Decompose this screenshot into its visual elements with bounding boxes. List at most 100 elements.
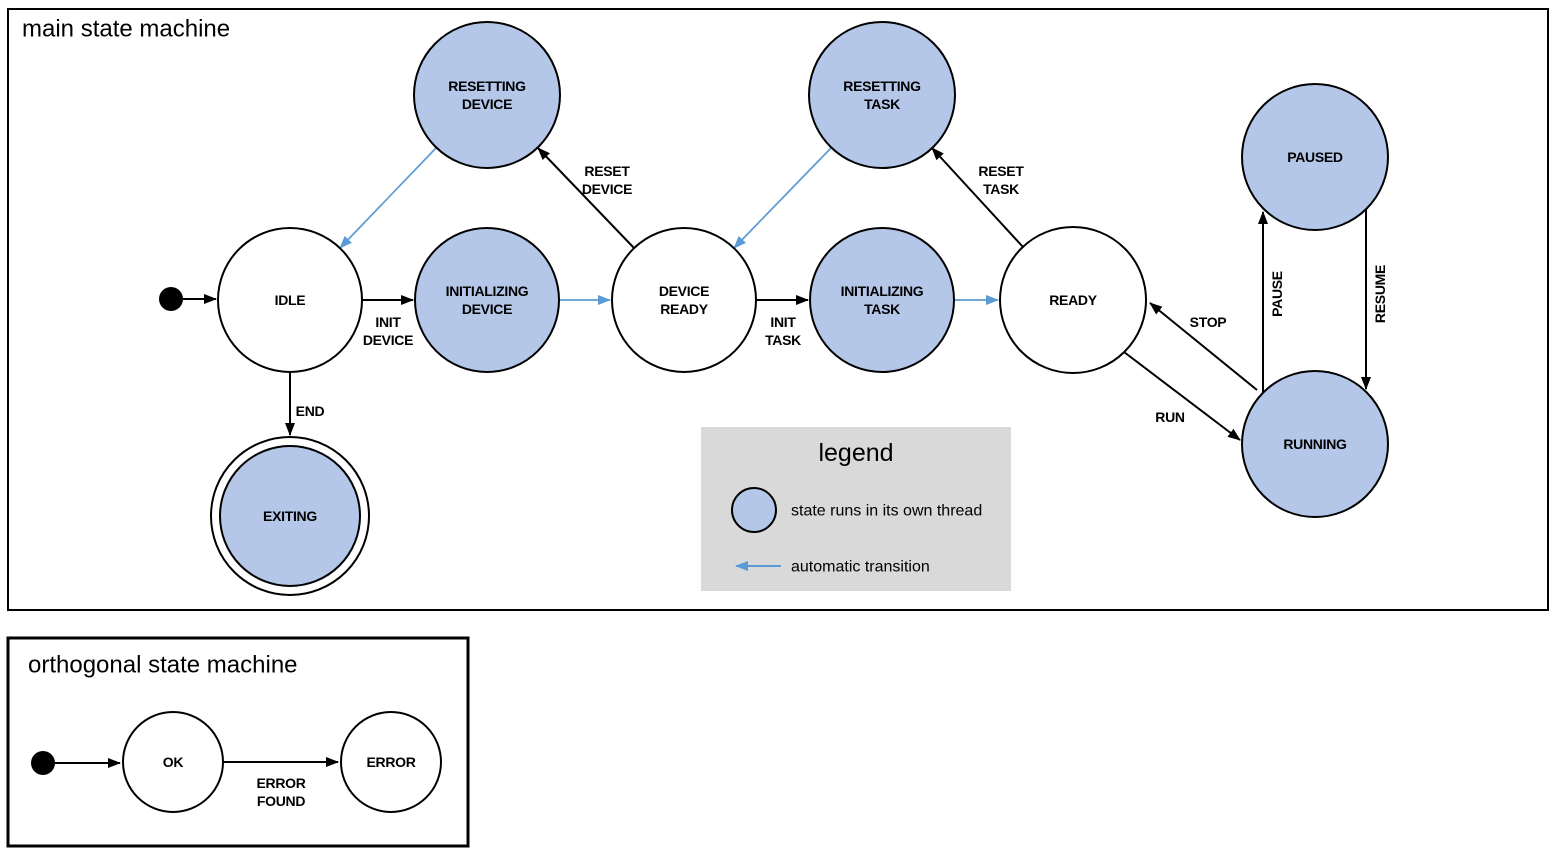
main-initial-state-dot xyxy=(159,287,183,311)
state-circle xyxy=(340,711,442,813)
state-circle xyxy=(1241,370,1389,518)
state-circle xyxy=(808,21,956,169)
state-circle xyxy=(1241,83,1389,231)
state-label-line: TASK xyxy=(864,96,900,112)
transition-ready-to-resetting-task: RESET TASK xyxy=(931,147,1025,248)
state-label: RESETTING TASK xyxy=(843,78,921,112)
transition-label-line: TASK xyxy=(765,332,801,348)
state-circle xyxy=(413,21,561,169)
state-label-line: DEVICE xyxy=(462,301,512,317)
transition-paused-to-running: RESUME xyxy=(1361,209,1388,390)
main-machine-box xyxy=(7,8,1549,611)
main-machine-title-line: main state machine xyxy=(22,15,230,42)
state-label: IDLE xyxy=(275,292,306,308)
state-circle xyxy=(809,227,955,373)
transition-resetting-task-to-device-ready xyxy=(733,147,832,249)
transition-label-line: ERROR xyxy=(256,775,305,791)
transition-label-line: RESET xyxy=(978,163,1024,179)
transition-label: INIT DEVICE xyxy=(363,314,413,348)
legend-thread-state-icon xyxy=(731,487,777,533)
legend: legend state runs in its own thread automa… xyxy=(701,427,1011,591)
state-label: RESETTING DEVICE xyxy=(448,78,526,112)
transition-running-to-ready: STOP xyxy=(1149,302,1258,391)
state-label-line: TASK xyxy=(864,301,900,317)
legend-title-line: legend xyxy=(818,439,893,467)
transition-idle-to-exiting: END xyxy=(285,372,325,436)
state-ready: READY xyxy=(999,226,1147,374)
transition-label: RESET TASK xyxy=(978,163,1024,197)
state-label-line: IDLE xyxy=(275,292,306,308)
transition-running-to-paused: PAUSE xyxy=(1258,211,1285,393)
transition-label: INIT TASK xyxy=(765,314,801,348)
transition-label: END xyxy=(296,403,325,419)
state-circle xyxy=(414,227,560,373)
state-label-line: RESETTING xyxy=(448,78,526,94)
state-ok: OK xyxy=(122,711,224,813)
state-circle xyxy=(611,227,757,373)
transition-label-line: DEVICE xyxy=(582,181,632,197)
legend-item-label: state runs in its own thread xyxy=(791,503,982,520)
transition-idle-to-initializing-device: INIT DEVICE xyxy=(362,295,414,348)
state-initializing-task: INITIALIZING TASK xyxy=(809,227,955,373)
state-circle xyxy=(219,445,361,587)
transition-label-line: INIT xyxy=(770,314,796,330)
state-paused: PAUSED xyxy=(1241,83,1389,231)
transition-label: RESUME xyxy=(1372,265,1388,323)
orthogonal-machine-title-line: orthogonal state machine xyxy=(28,651,298,678)
transition-label-line: STOP xyxy=(1190,314,1227,330)
transition-arrow xyxy=(1123,351,1241,441)
transition-arrow xyxy=(537,147,635,249)
state-idle: IDLE xyxy=(217,227,363,373)
transition-label-line: INIT xyxy=(375,314,401,330)
transition-label: PAUSE xyxy=(1269,271,1285,317)
legend-item-label-line: automatic transition xyxy=(791,559,930,576)
state-error: ERROR xyxy=(340,711,442,813)
state-label: PAUSED xyxy=(1287,149,1343,165)
transition-label-line: DEVICE xyxy=(363,332,413,348)
state-label-line: READY xyxy=(660,301,708,317)
state-label: DEVICE READY xyxy=(659,283,709,317)
legend-item-label: automatic transition xyxy=(791,559,930,576)
state-exiting: EXITING xyxy=(210,436,370,596)
state-circle xyxy=(217,227,363,373)
state-device-ready: DEVICE READY xyxy=(611,227,757,373)
state-label-line: RESETTING xyxy=(843,78,921,94)
legend-item-label-line: state runs in its own thread xyxy=(791,503,982,520)
transition-label-line: RESUME xyxy=(1372,265,1388,323)
transition-device-ready-to-initializing-task: INIT TASK xyxy=(756,295,809,348)
state-label-line: INITIALIZING xyxy=(841,283,924,299)
state-label: INITIALIZING TASK xyxy=(841,283,924,317)
state-label: RUNNING xyxy=(1283,436,1347,452)
state-label-line: EXITING xyxy=(263,508,317,524)
transition-label-line: RUN xyxy=(1155,409,1185,425)
transition-resetting-device-to-idle xyxy=(339,147,437,249)
transition-label-line: TASK xyxy=(983,181,1019,197)
transition-device-ready-to-resetting-device: RESET DEVICE xyxy=(537,147,635,249)
transition-arrow xyxy=(1149,302,1258,391)
transition-label-line: END xyxy=(296,403,325,419)
state-circle xyxy=(122,711,224,813)
transition-label: RESET DEVICE xyxy=(582,163,632,197)
auto-transition-arrow xyxy=(339,147,437,249)
transition-label-line: RESET xyxy=(584,163,630,179)
state-label: OK xyxy=(163,754,184,770)
state-label-line: RUNNING xyxy=(1283,436,1347,452)
state-running: RUNNING xyxy=(1241,370,1389,518)
state-label-line: DEVICE xyxy=(659,283,709,299)
state-label-line: OK xyxy=(163,754,184,770)
transition-label-line: PAUSE xyxy=(1269,271,1285,317)
main-machine-title: main state machine xyxy=(22,15,230,42)
state-label: READY xyxy=(1049,292,1097,308)
state-label: EXITING xyxy=(263,508,317,524)
state-circle xyxy=(999,226,1147,374)
transition-label: STOP xyxy=(1190,314,1227,330)
state-label-line: DEVICE xyxy=(462,96,512,112)
orthogonal-machine-box xyxy=(6,636,470,848)
